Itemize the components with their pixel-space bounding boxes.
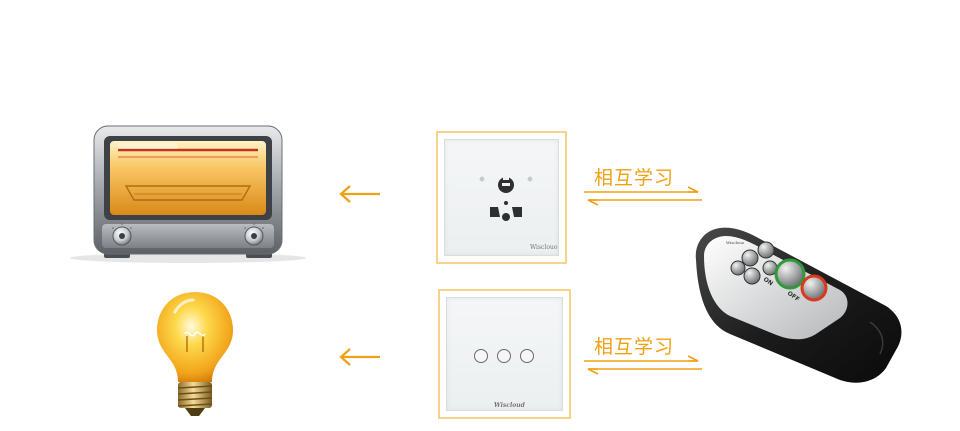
arrow-left-icon	[338, 184, 382, 208]
mutual-learning-label-top: 相互学习	[594, 167, 675, 189]
socket-panel: Wisclouo	[436, 131, 567, 264]
arrow-left-icon	[338, 347, 382, 371]
touch-switch-panel: Wiscloud	[438, 289, 571, 419]
mutual-learning-label-bottom: 相互学习	[594, 336, 675, 358]
light-bulb-icon	[155, 290, 235, 420]
socket-panel-face	[444, 139, 559, 256]
remote-control-icon: ON OFF Wisclouo	[690, 222, 910, 392]
toaster-oven-icon	[66, 124, 311, 264]
touch-button-2[interactable]	[497, 349, 511, 363]
socket-outlet-icon	[476, 171, 536, 231]
brand-label: Wiscloud	[494, 402, 525, 409]
touch-button-1[interactable]	[474, 349, 488, 363]
remote-on-label: ON	[762, 276, 774, 288]
remote-brand-label: Wisclouo	[726, 240, 745, 245]
touch-button-3[interactable]	[520, 349, 534, 363]
brand-label: Wisclouo	[530, 244, 558, 251]
bidirectional-arrow-icon	[584, 355, 704, 381]
bidirectional-arrow-icon	[584, 186, 704, 212]
